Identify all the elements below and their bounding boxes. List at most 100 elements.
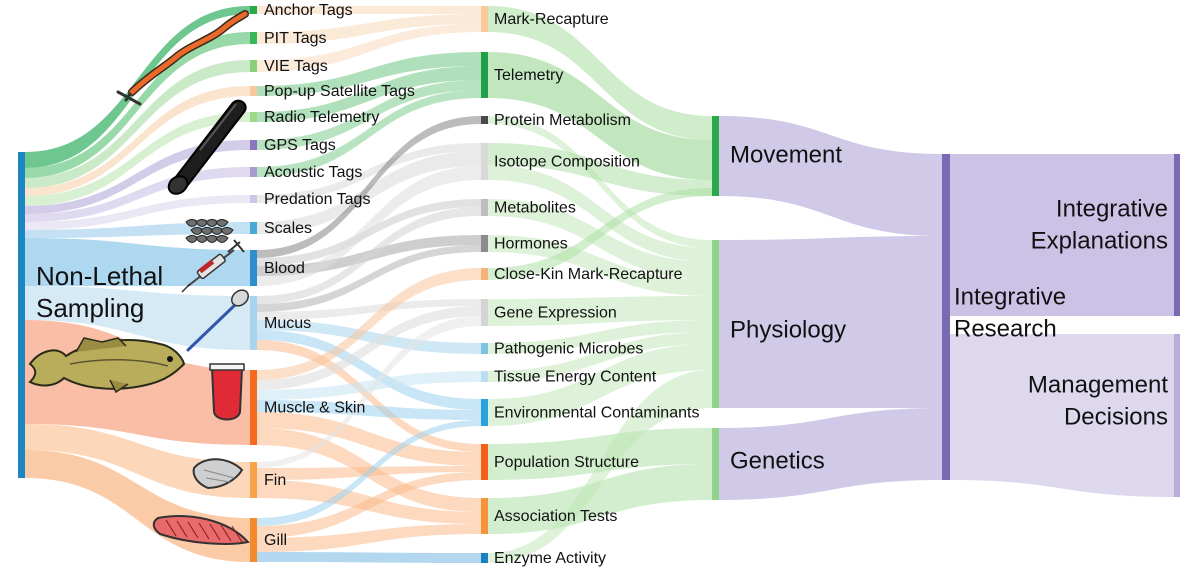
node-root: [18, 152, 25, 478]
link-protein-physiology: [488, 116, 712, 248]
node-telemetry: [481, 52, 488, 98]
source-label-acoustic: Acoustic Tags: [264, 164, 362, 181]
link-mucus-hormones: [257, 245, 481, 312]
node-metabolites: [481, 199, 488, 216]
node-tissue: [481, 371, 488, 382]
link-blood-protein: [257, 116, 481, 258]
method-label-mark: Mark-Recapture: [494, 11, 609, 28]
syringe-icon: [181, 239, 245, 293]
link-root-gps: [25, 140, 250, 214]
link-gill-popstruct: [257, 472, 481, 538]
method-label-closekin: Close-Kin Mark-Recapture: [494, 266, 683, 283]
source-label-muscle: Muscle & Skin: [264, 400, 365, 417]
node-radio: [250, 112, 257, 122]
link-mucus-gene: [257, 299, 481, 320]
node-protein: [481, 116, 488, 124]
outcome-label-explanations: Explanations: [1031, 227, 1168, 254]
link-gps-telemetry: [257, 80, 481, 150]
method-label-tissue: Tissue Energy Content: [494, 369, 657, 386]
tag-icon: [116, 10, 249, 106]
node-research: [942, 154, 950, 480]
source-label-anchor: Anchor Tags: [264, 2, 353, 19]
source-label-pit: PIT Tags: [264, 30, 327, 47]
method-label-gene: Gene Expression: [494, 305, 617, 322]
link-popstruct-genetics: [488, 428, 712, 480]
link-genetics-research: [719, 408, 942, 500]
node-movement: [712, 116, 719, 196]
link-root-blood: [25, 238, 250, 286]
illustrations: [28, 10, 250, 545]
link-physiology-research: [719, 236, 942, 408]
link-pathogen-physiology: [488, 320, 712, 354]
node-mark: [481, 6, 488, 32]
link-root-predation: [25, 195, 250, 230]
link-mucus-envcont: [257, 330, 481, 410]
node-popstruct: [481, 444, 488, 480]
link-anchor-mark: [257, 6, 481, 14]
link-root-radio: [25, 112, 250, 206]
node-vie: [250, 60, 257, 72]
node-scales: [250, 222, 257, 234]
node-fin: [250, 462, 257, 498]
method-label-pathogen: Pathogenic Microbes: [494, 341, 643, 358]
node-mucus: [250, 296, 257, 350]
link-gill-envcont: [257, 420, 481, 526]
gill-icon: [152, 515, 250, 545]
link-vie-mark: [257, 24, 481, 72]
root-label-line: Non-Lethal: [36, 261, 163, 291]
source-label-blood: Blood: [264, 260, 305, 277]
source-label-popup: Pop-up Satellite Tags: [264, 83, 415, 100]
link-mucus-pathogen: [257, 320, 481, 354]
node-envcont: [481, 399, 488, 426]
node-blood: [250, 250, 257, 286]
source-label-radio: Radio Telemetry: [264, 109, 379, 126]
muscle-sample-icon: [209, 363, 245, 421]
node-gill: [250, 518, 257, 562]
method-label-metabolites: Metabolites: [494, 200, 576, 217]
source-label-fin: Fin: [264, 472, 286, 489]
source-label-scales: Scales: [264, 220, 312, 237]
nodes: [18, 6, 1180, 563]
node-explanations: [1174, 154, 1180, 316]
source-label-predation: Predation Tags: [264, 191, 370, 208]
field-label-physiology: Physiology: [730, 316, 846, 343]
link-hormones-physiology: [488, 235, 712, 296]
outcome-label-decisions: Decisions: [1064, 403, 1168, 430]
node-genetics: [712, 428, 719, 500]
link-root-vie: [25, 60, 250, 188]
outcome-label-explanations: Integrative: [1056, 195, 1168, 222]
node-decisions: [1174, 334, 1180, 497]
research-label-line: Research: [954, 315, 1057, 342]
link-radio-telemetry: [257, 66, 481, 122]
node-assoc: [481, 498, 488, 534]
link-acoustic-telemetry: [257, 90, 481, 177]
link-gill-enzyme: [257, 552, 481, 563]
link-research-decisions: [950, 334, 1174, 497]
link-fin-gene: [257, 316, 481, 468]
node-physiology: [712, 240, 719, 408]
source-label-mucus: Mucus: [264, 315, 311, 332]
link-muscle-envcont: [257, 400, 481, 420]
field-label-genetics: Genetics: [730, 447, 825, 474]
method-label-envcont: Environmental Contaminants: [494, 405, 699, 422]
link-muscle-gene: [257, 306, 481, 390]
link-isotope-physiology: [488, 165, 712, 262]
link-mark-movement: [488, 6, 712, 140]
fish-icon: [28, 337, 186, 394]
field-label-movement: Movement: [730, 141, 842, 168]
link-scales-isotope: [257, 151, 481, 234]
link-assoc-genetics: [488, 464, 712, 534]
link-popup-telemetry: [257, 52, 481, 96]
link-telemetry-movement: [488, 52, 712, 180]
method-label-enzyme: Enzyme Activity: [494, 550, 606, 567]
scales-icon: [185, 219, 234, 243]
link-muscle-closekin: [257, 268, 481, 380]
method-label-protein: Protein Metabolism: [494, 112, 631, 129]
spoon-icon: [186, 289, 249, 352]
method-label-isotope: Isotope Composition: [494, 154, 640, 171]
outcome-label-decisions: Management: [1028, 371, 1168, 398]
source-label-vie: VIE Tags: [264, 58, 328, 75]
link-gill-assoc: [257, 524, 481, 552]
